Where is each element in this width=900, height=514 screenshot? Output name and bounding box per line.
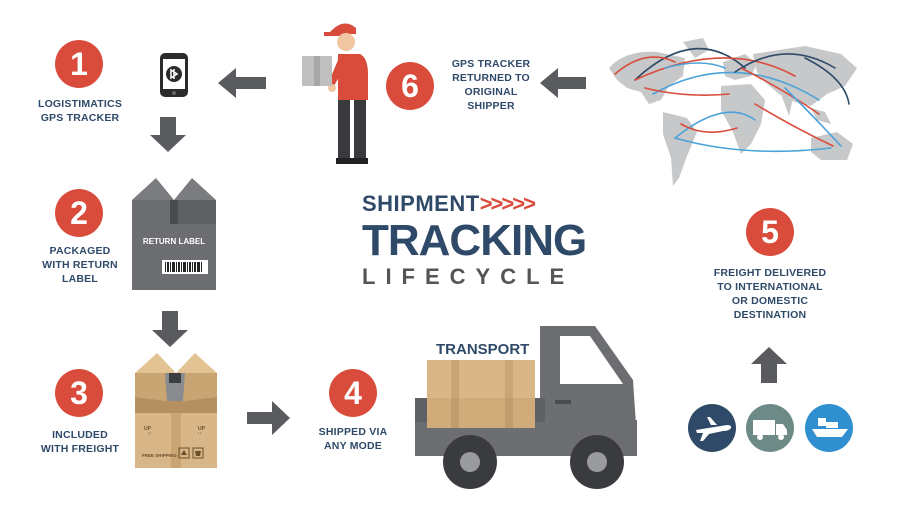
world-route-map <box>609 38 857 186</box>
step-4-badge: 4 <box>329 369 377 417</box>
step-5-badge: 5 <box>746 208 794 256</box>
svg-text:↑↑: ↑↑ <box>147 431 152 437</box>
transport-label: TRANSPORT <box>436 341 530 358</box>
arrow-right-icon <box>247 401 290 435</box>
arrow-left-icon <box>540 68 586 98</box>
return-label-text: RETURN LABEL <box>142 237 206 246</box>
truck-icon <box>746 404 794 452</box>
step-4-label: SHIPPED VIA ANY MODE <box>318 426 388 452</box>
free-shipping-label: FREE SHIPPING <box>142 453 177 458</box>
title-arrows: >>>>> <box>479 191 536 216</box>
return-label-box <box>132 178 216 290</box>
step-6-badge: 6 <box>386 62 434 110</box>
arrow-up-icon <box>751 347 787 383</box>
transport-truck <box>415 326 637 489</box>
step-1-badge: 1 <box>55 40 103 88</box>
step-5-label: FREIGHT DELIVERED TO INTERNATIONAL OR DO… <box>713 267 827 321</box>
delivery-person <box>302 23 368 164</box>
arrow-down-icon <box>152 311 188 347</box>
step-6-label: GPS TRACKER RETURNED TO ORIGINAL SHIPPER <box>451 58 531 112</box>
arrow-left-icon <box>218 68 266 98</box>
ship-icon <box>805 404 853 452</box>
step-1-label: LOGISTIMATICS GPS TRACKER <box>37 98 123 124</box>
gps-tracker-phone-icon <box>160 53 188 97</box>
title-tracking: TRACKING <box>362 216 587 265</box>
step-2-label: PACKAGED WITH RETURN LABEL <box>42 245 118 285</box>
freight-box: ↑↑ ↑↑ <box>135 353 217 468</box>
step-3-label: INCLUDED WITH FREIGHT <box>40 429 120 455</box>
up-label-right: UP <box>198 426 205 432</box>
title-lifecycle: LIFECYCLE <box>362 264 575 289</box>
handling-icons <box>178 447 204 459</box>
step-2-badge: 2 <box>55 189 103 237</box>
up-label-left: UP <box>144 426 151 432</box>
airplane-icon <box>688 404 736 452</box>
title-shipment: SHIPMENT <box>362 191 480 216</box>
svg-text:↑↑: ↑↑ <box>197 431 202 437</box>
arrow-down-icon <box>150 117 186 152</box>
title-block: SHIPMENT>>>>> TRACKING LIFECYCLE <box>362 191 587 291</box>
step-3-badge: 3 <box>55 369 103 417</box>
